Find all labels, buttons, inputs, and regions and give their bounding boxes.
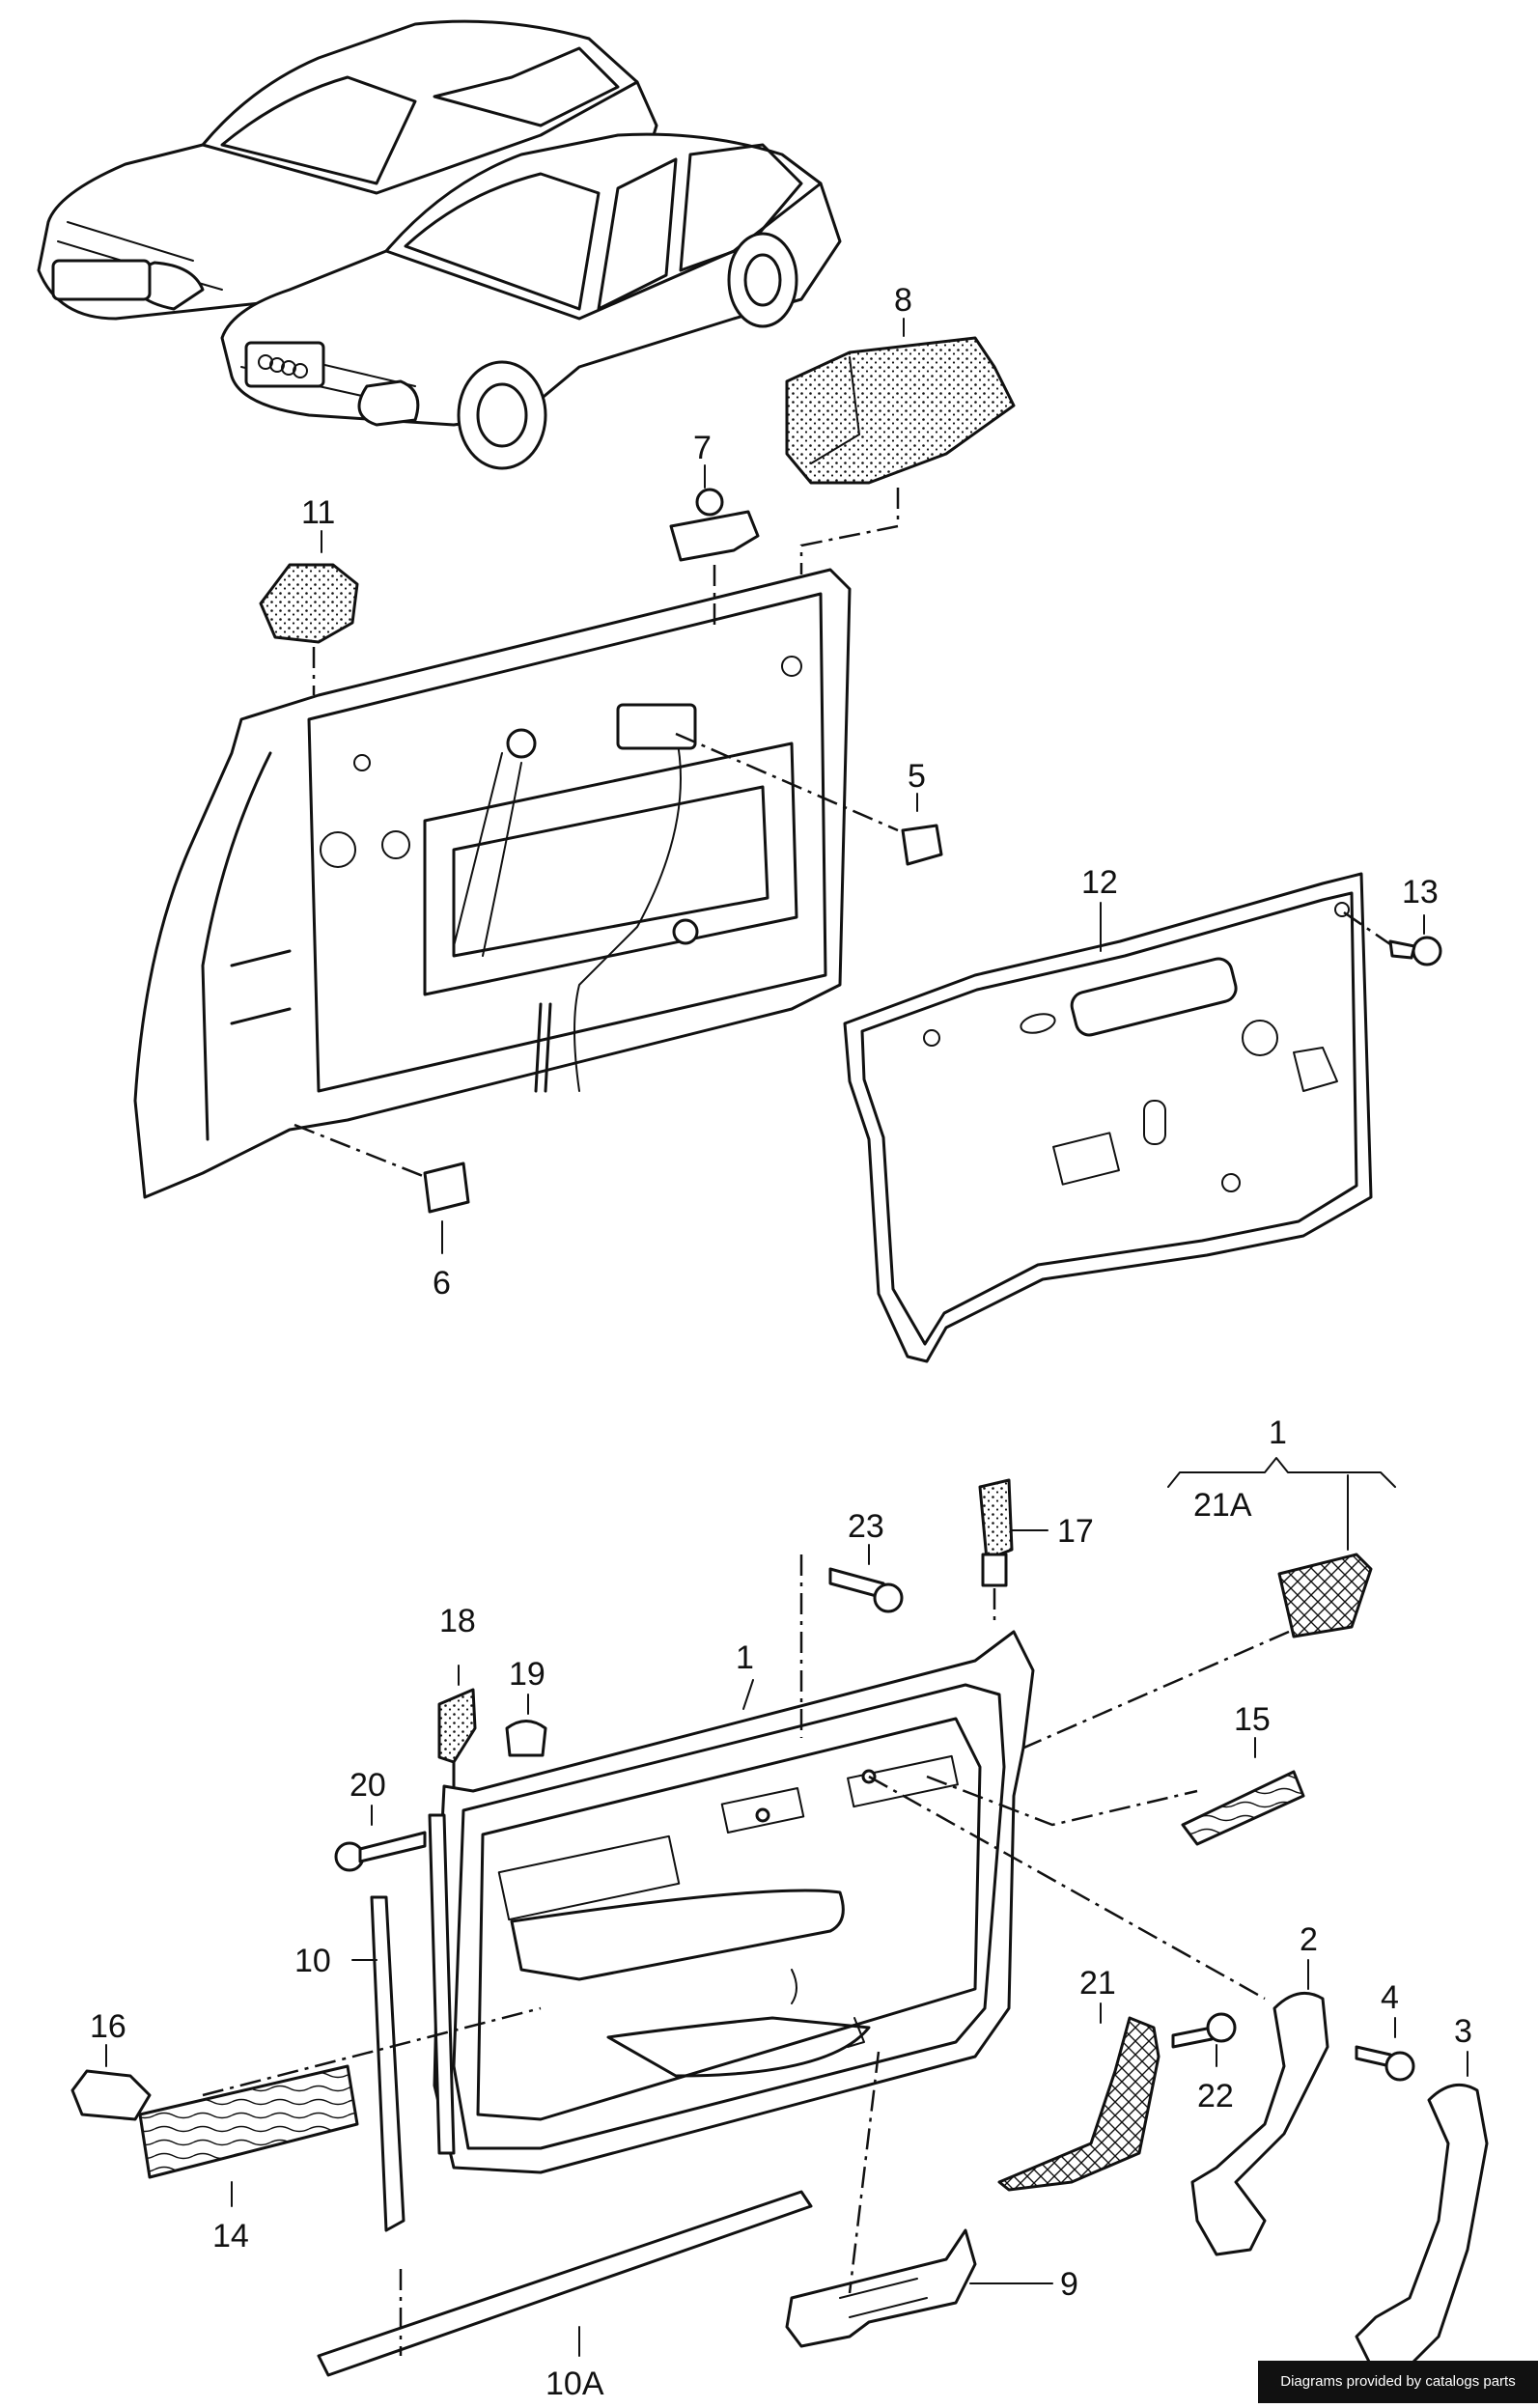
label-1-panel: 1 — [736, 1639, 754, 1676]
part-21A-mesh-insert — [979, 1553, 1373, 1769]
part-1-callout-brace: 1 21A — [1167, 1414, 1396, 1551]
label-6: 6 — [433, 1265, 451, 1302]
part-5-nut: 5 — [675, 732, 943, 866]
part-15-wood-insert: 15 — [1181, 1701, 1305, 1846]
label-18: 18 — [439, 1603, 476, 1639]
part-10-seal-strip: 10 — [294, 1813, 456, 2232]
part-19-plug: 19 — [505, 1656, 547, 1757]
door-shell — [133, 568, 852, 1199]
part-23-screw: 23 — [828, 1508, 904, 1613]
part-22-screw: 22 — [1171, 2012, 1237, 2114]
label-7: 7 — [693, 430, 712, 466]
grille-rings — [258, 354, 308, 378]
label-12: 12 — [1081, 864, 1118, 901]
part-13-rivet: 13 — [1343, 874, 1442, 966]
label-1-top: 1 — [1269, 1414, 1287, 1451]
label-21: 21 — [1079, 1965, 1116, 2002]
part-12-door-seal-foil: 12 — [843, 864, 1373, 1363]
label-16: 16 — [90, 2008, 126, 2045]
label-14: 14 — [212, 2218, 249, 2254]
credit-badge: Diagrams provided by catalogs parts — [1258, 2361, 1538, 2403]
part-21-mesh-cover: 21 — [997, 1965, 1160, 2192]
label-3: 3 — [1454, 2013, 1472, 2050]
cars-illustration — [37, 19, 842, 470]
label-17: 17 — [1057, 1513, 1094, 1550]
label-8: 8 — [894, 282, 912, 319]
label-9: 9 — [1060, 2266, 1078, 2303]
part-14-wood-insert: 14 — [138, 2006, 542, 2254]
part-20-screw: 20 — [334, 1767, 427, 1872]
label-21A: 21A — [1193, 1487, 1252, 1524]
label-19: 19 — [509, 1656, 545, 1693]
label-11: 11 — [301, 494, 335, 531]
part-10A-trim-strip: 10A — [317, 2190, 813, 2402]
car-front-sedan — [220, 132, 842, 470]
part-2-grab-handle: 2 — [1190, 1921, 1329, 2256]
part-4-screw: 4 — [1355, 1979, 1415, 2082]
part-11-dotted-bracket: 11 — [259, 494, 359, 695]
part-6-clip: 6 — [294, 1123, 470, 1302]
label-10A: 10A — [545, 2366, 604, 2402]
label-2: 2 — [1300, 1921, 1318, 1958]
part-1-door-trim-panel: 1 — [433, 1554, 1266, 2174]
label-5: 5 — [908, 758, 926, 795]
label-22: 22 — [1197, 2078, 1234, 2114]
part-18-dotted-clip: 18 — [437, 1603, 477, 1788]
label-4: 4 — [1381, 1979, 1399, 2016]
label-13: 13 — [1402, 874, 1439, 910]
part-7-clip: 7 — [669, 430, 760, 628]
part-16-clip: 16 — [70, 2008, 152, 2121]
part-17-dotted-strip: 17 — [978, 1478, 1094, 1627]
part-9-bracket: 9 — [785, 2051, 1078, 2348]
part-8-dotted-bracket: 8 — [785, 282, 1016, 574]
label-20: 20 — [350, 1767, 386, 1804]
label-23: 23 — [848, 1508, 884, 1545]
label-15: 15 — [1234, 1701, 1271, 1738]
part-3-handle-cover: 3 — [1355, 2013, 1489, 2367]
label-10: 10 — [294, 1943, 331, 1979]
